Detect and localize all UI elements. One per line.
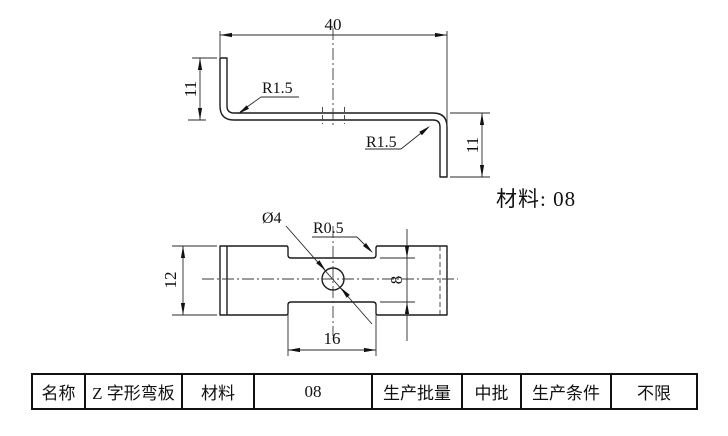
titleblock-cell-material-value: 08 [255,375,373,408]
bend-radius-left-text: R1.5 [262,80,293,97]
titleblock-table: 名称 Z 字形弯板 材料 08 生产批量 中批 生产条件 不限 [31,373,698,410]
dim-middle-width-text: 8 [387,276,406,285]
dim-notch-length-text: 16 [324,329,341,348]
hole-diameter-text: Ø4 [262,210,282,227]
dim-plate-width-12: 12 [161,245,217,316]
dim-right-height-text: 11 [463,137,482,153]
dim-notch-length-16: 16 [287,305,377,356]
z-profile-outline [219,57,448,178]
leader-hole-diameter: Ø4 [262,210,373,325]
dim-middle-width-8: 8 [380,229,415,341]
titleblock-cell-name-label: 名称 [33,375,86,408]
leader-notch-radius: R0.5 [312,220,373,253]
dim-width-40: 40 [219,15,448,127]
titleblock-cell-batch-value: 中批 [463,375,522,408]
bend-radius-right-text: R1.5 [366,134,397,151]
dim-plate-width-text: 12 [161,272,180,289]
material-note: 材料: 08 [496,187,576,211]
leader-bend-radius-left: R1.5 [238,80,299,114]
front-view: 40 11 11 R1.5 [181,15,490,178]
titleblock-cell-batch-label: 生产批量 [373,375,463,408]
plan-view: Ø4 R0.5 12 [161,210,458,356]
dim-left-height-text: 11 [181,81,200,97]
dim-left-flange-11: 11 [181,57,217,121]
plate-outline [219,245,448,316]
dim-width-text: 40 [325,15,342,34]
titleblock-cell-name-value: Z 字形弯板 [86,375,183,408]
titleblock-cell-material-label: 材料 [183,375,255,408]
titleblock-cell-condition-label: 生产条件 [522,375,612,408]
dim-right-flange-11: 11 [450,112,490,178]
titleblock-cell-condition-value: 不限 [637,384,671,403]
leader-bend-radius-right: R1.5 [365,126,430,151]
notch-radius-text: R0.5 [313,220,344,237]
